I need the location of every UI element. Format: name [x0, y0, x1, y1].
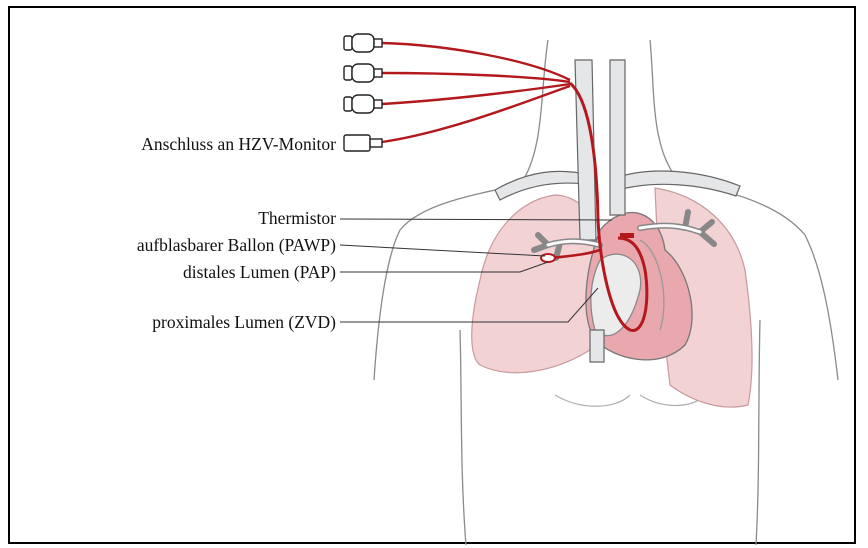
- catheter-connector-icon: [344, 34, 382, 113]
- thermistor-marker: [620, 233, 634, 238]
- label-distal-lumen: distales Lumen (PAP): [18, 262, 336, 282]
- label-proximal-lumen: proximales Lumen (ZVD): [18, 312, 336, 332]
- label-monitor: Anschluss an HZV-Monitor: [18, 134, 336, 154]
- balloon-marker: [541, 254, 555, 262]
- monitor-port-icon: [344, 135, 382, 151]
- label-thermistor: Thermistor: [18, 208, 336, 228]
- label-balloon: aufblasbarer Ballon (PAWP): [18, 235, 336, 255]
- right-lung: [472, 195, 595, 373]
